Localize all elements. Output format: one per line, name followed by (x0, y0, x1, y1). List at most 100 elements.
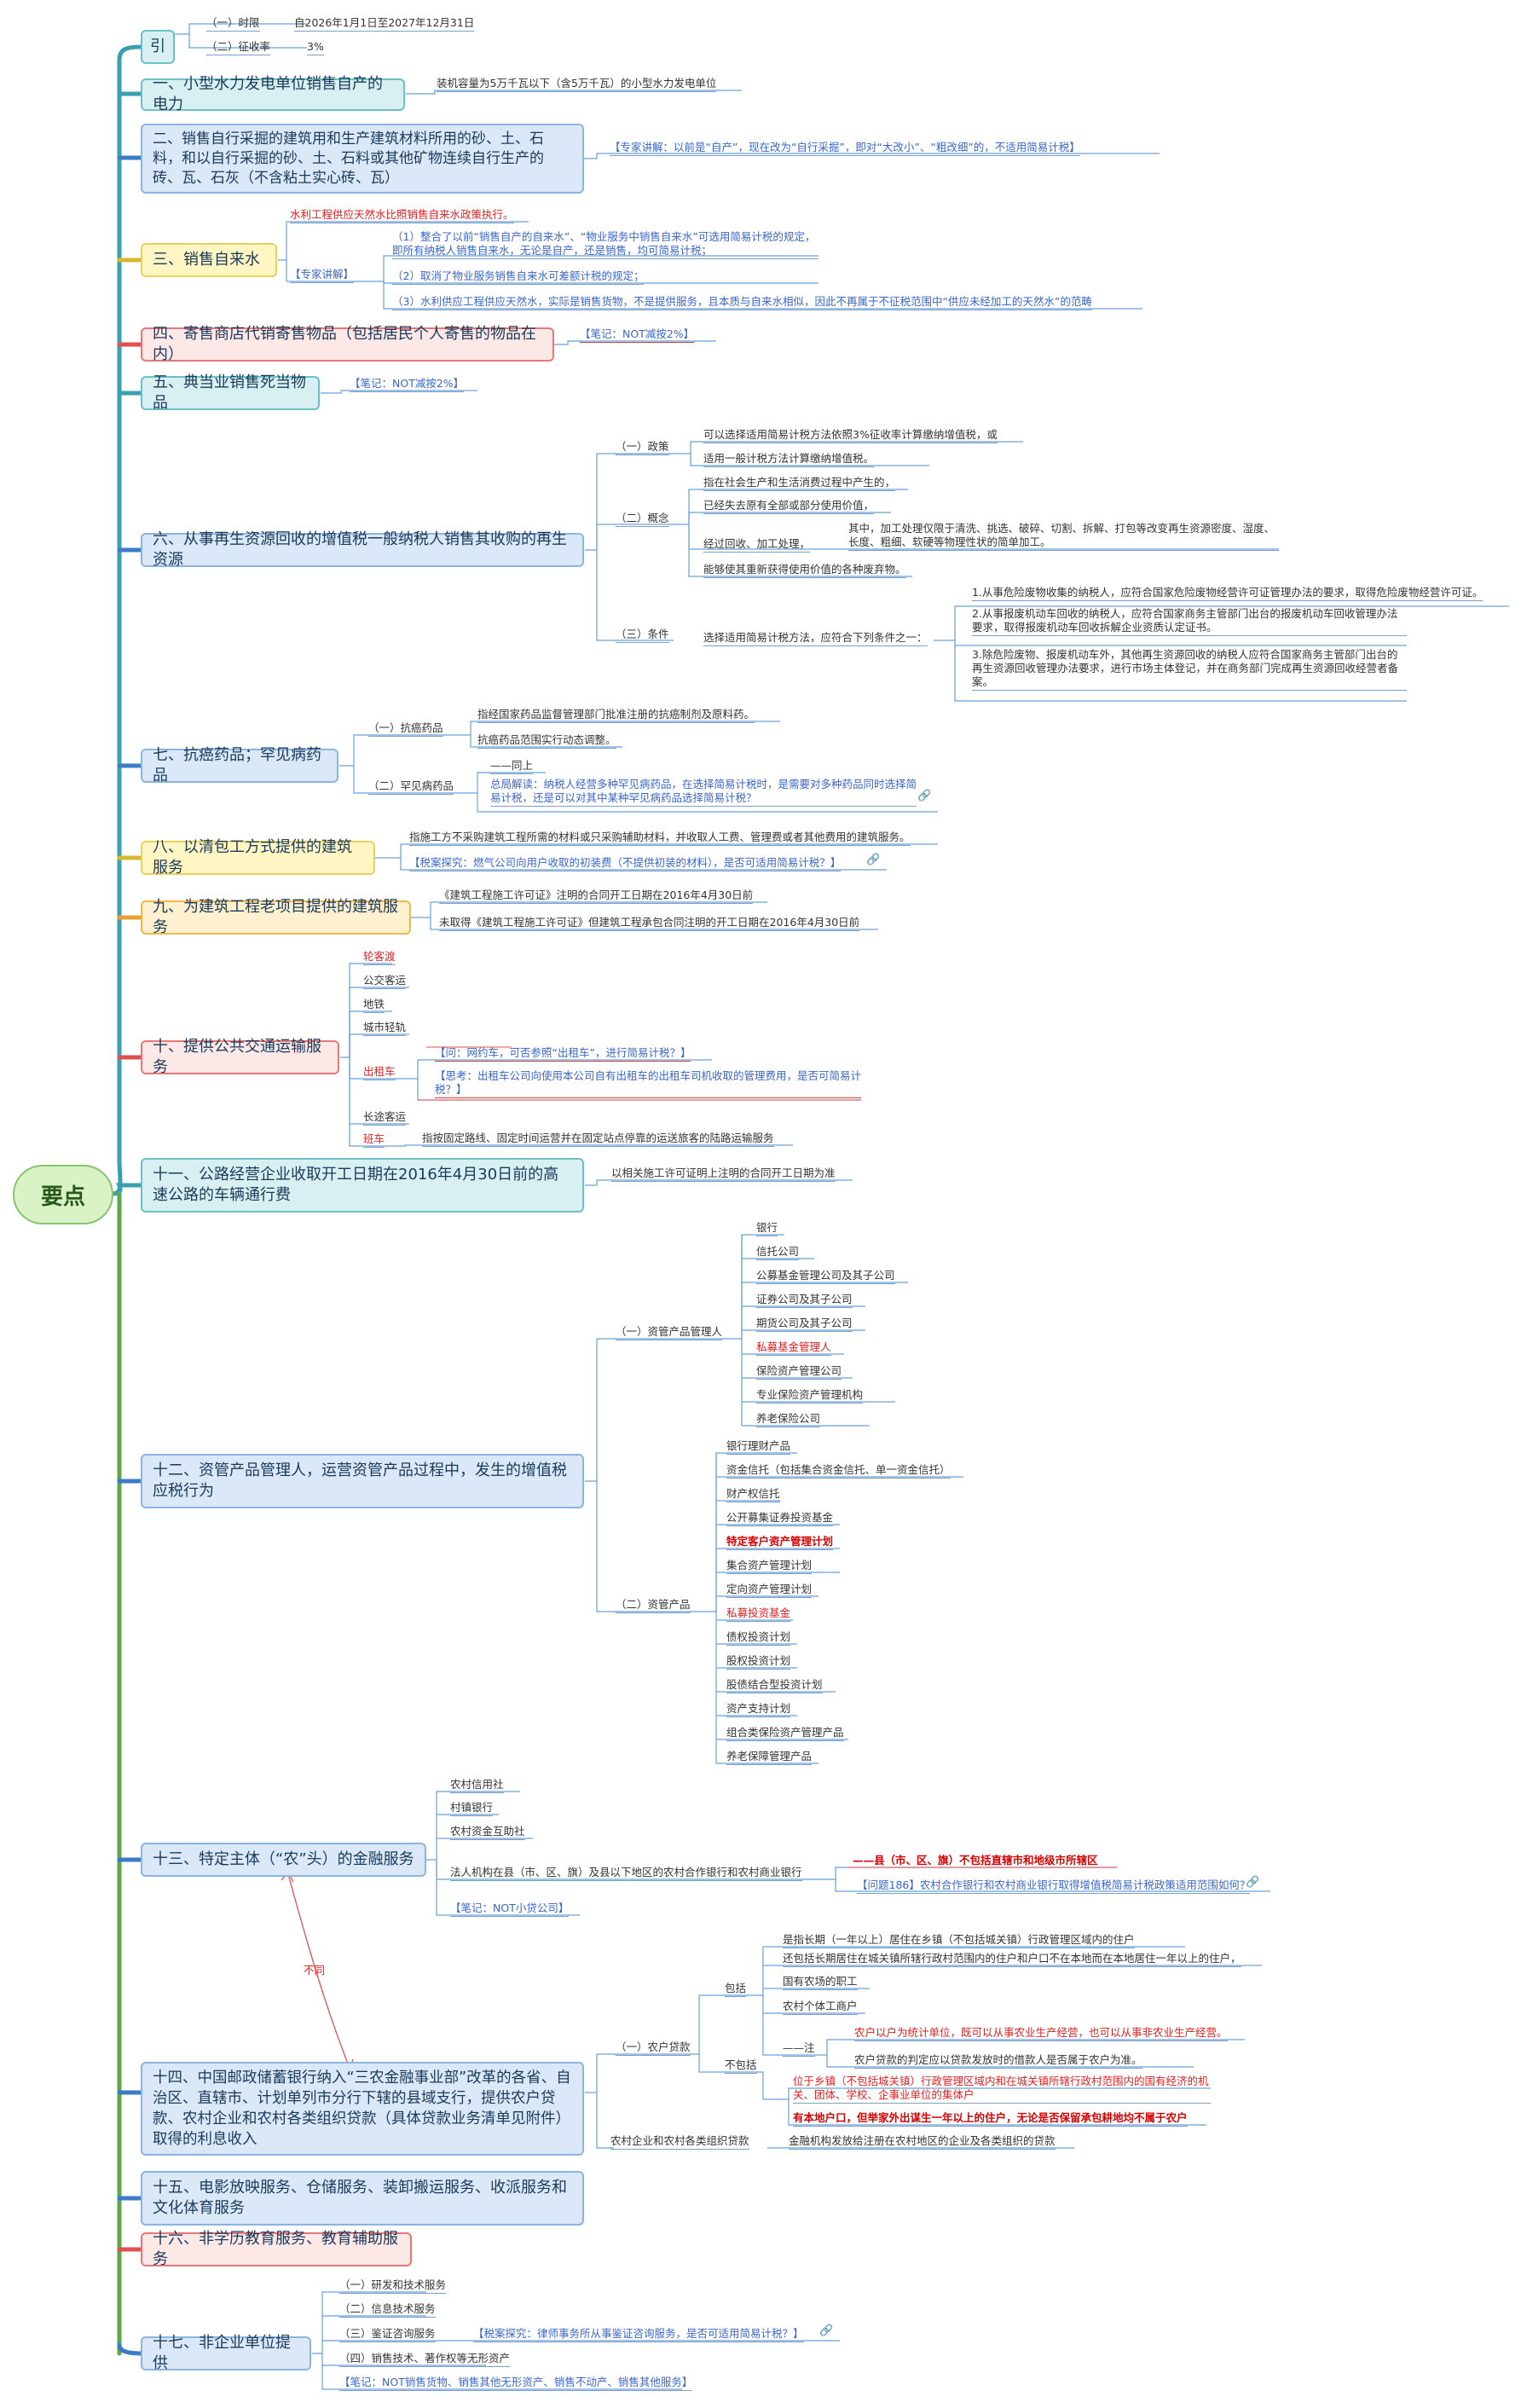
link-icon[interactable]: 🔗 (917, 790, 932, 802)
topic-intro-title: 引 (150, 38, 165, 55)
topic-16[interactable]: 十六、非学历教育服务、教育辅助服务 (141, 2230, 412, 2268)
asset-manager-item: 证券公司及其子公司 (756, 1293, 853, 1308)
farmer-loan-include-label: 包括 (725, 1982, 747, 1997)
topic-3-expert-label: 【专家讲解】 (290, 268, 355, 283)
topic-2[interactable]: 二、销售自行采掘的建筑用和生产建筑材料所用的砂、土、石料，和以自行采掘的砂、土、… (141, 124, 584, 194)
intro-period-value: 自2026年1月1日至2027年12月31日 (294, 16, 475, 32)
topic-5-title: 五、典当业销售死当物品 (153, 373, 306, 412)
intro-period-label: （一）时限 (206, 16, 260, 32)
topic-7-a-2: 抗癌药品范围实行动态调整。 (477, 733, 616, 749)
topic-3[interactable]: 三、销售自来水 (141, 243, 277, 277)
topic-3-title: 三、销售自来水 (153, 251, 260, 269)
transit-item-metro: 地铁 (363, 998, 385, 1013)
rural-item-credit-union: 农村信用社 (450, 1778, 504, 1793)
asset-product-item: 组合类保险资产管理产品 (726, 1726, 844, 1741)
asset-manager-item: 私募基金管理人 (756, 1340, 831, 1356)
topic-10-title: 十、提供公共交通运输服务 (153, 1038, 321, 1076)
asset-product-item: 养老保障管理产品 (726, 1750, 813, 1765)
topic-15[interactable]: 十五、电影放映服务、仓储服务、装卸搬运服务、收派服务和文化体育服务 (141, 2171, 584, 2226)
transit-item-bus: 公交客运 (363, 974, 407, 989)
topic-intro[interactable]: 引 (141, 30, 175, 64)
topic-7-a-1: 指经国家药品监督管理部门批准注册的抗癌制剂及原料药。 (477, 708, 755, 723)
taxi-question-1: 【问：网约车，可否参照“出租车”，进行简易计税？】 (435, 1046, 691, 1062)
topic-6-title: 六、从事再生资源回收的增值税一般纳税人销售其收购的再生资源 (153, 530, 567, 569)
farmer-include-4: 农村个体工商户 (783, 2000, 858, 2015)
transit-item-taxi: 出租车 (363, 1065, 396, 1080)
rural-item-mutual-fund: 农村资金互助社 (450, 1825, 525, 1840)
asset-manager-item: 专业保险资产管理机构 (756, 1388, 864, 1404)
topic-6-concept-3a: 经过回收、加工处理， (703, 537, 811, 553)
topic-9-note-1: 《建筑工程施工许可证》注明的合同开工日期在2016年4月30日前 (439, 889, 754, 904)
asset-product-item: 集合资产管理计划 (726, 1559, 813, 1574)
farmer-note-label: ——注 (783, 2041, 815, 2057)
topic-12[interactable]: 十二、资管产品管理人，运营资管产品过程中，发生的增值税应税行为 (141, 1454, 584, 1508)
topic-7[interactable]: 七、抗癌药品；罕见病药品 (141, 746, 338, 784)
topic-1-note: 装机容量为5万千瓦以下（含5万千瓦）的小型水力发电单位 (437, 77, 717, 92)
topic-13-note: 【笔记：NOT小贷公司】 (450, 1902, 570, 1917)
topic-15-title: 十五、电影放映服务、仓储服务、装卸搬运服务、收派服务和文化体育服务 (153, 2179, 567, 2217)
topic-6-policy-label: （一）政策 (616, 440, 669, 455)
topic-4[interactable]: 四、寄售商店代销寄售物品（包括居民个人寄售的物品在内） (141, 325, 554, 363)
topic-14[interactable]: 十四、中国邮政储蓄银行纳入“三农金融事业部”改革的各省、自治区、直辖市、计划单列… (141, 2062, 584, 2156)
topic-7-b-label: （二）罕见病药品 (368, 779, 454, 795)
asset-manager-item: 信托公司 (756, 1245, 800, 1260)
asset-manager-item: 公募基金管理公司及其子公司 (756, 1269, 895, 1284)
topic-8-title: 八、以清包工方式提供的建筑服务 (153, 838, 352, 877)
asset-manager-item: 养老保险公司 (756, 1412, 821, 1427)
farmer-include-1: 是指长期（一年以上）居住在乡镇（不包括城关镇）行政管理区域内的住户 (783, 1933, 1135, 1948)
asset-manager-item: 银行 (756, 1221, 778, 1236)
topic-6-concept-4: 能够使其重新获得使用价值的各种废弃物。 (703, 563, 906, 578)
question-186: 【问题186】农村合作银行和农村商业银行取得增值税简易计税政策适用范围如何？ (857, 1878, 1251, 1894)
topic-6[interactable]: 六、从事再生资源回收的增值税一般纳税人销售其收购的再生资源 (141, 530, 584, 569)
taxi-question-2: 【思考：出租车公司向使用本公司自有出租车的出租车司机收取的管理费用，是否可简易计… (435, 1069, 861, 1098)
topic-5[interactable]: 五、典当业销售死当物品 (141, 373, 320, 412)
farmer-loan-label: （一）农户贷款 (616, 2040, 691, 2056)
topic-3-point-1: （1）整合了以前“销售自产的自来水”、“物业服务中销售自来水”可选用简易计税的规… (392, 230, 818, 259)
topic-6-cond-1: 1.从事危险废物收集的纳税人，应符合国家危险废物经营许可证管理办法的要求，取得危… (972, 586, 1484, 601)
transit-item-coach: 长途客运 (363, 1110, 407, 1126)
topic-9-note-2: 未取得《建筑工程施工许可证》但建筑工程承包合同注明的开工日期在2016年4月30… (439, 916, 860, 931)
link-icon[interactable]: 🔗 (819, 2324, 834, 2337)
topic-1[interactable]: 一、小型水力发电单位销售自产的电力 (141, 75, 405, 113)
topic-11-note: 以相关施工许可证明上注明的合同开工日期为准 (611, 1166, 836, 1182)
topic-5-note: 【笔记：NOT减按2%】 (350, 377, 465, 392)
topic-14-title: 十四、中国邮政储蓄银行纳入“三农金融事业部”改革的各省、自治区、直辖市、计划单列… (153, 2069, 571, 2148)
topic-17[interactable]: 十七、非企业单位提供 (141, 2334, 311, 2372)
nonprofit-item-it: （二）信息技术服务 (339, 2302, 436, 2318)
asset-manager-item: 期货公司及其子公司 (756, 1317, 853, 1332)
link-icon[interactable]: 🔗 (1246, 1876, 1260, 1889)
topic-7-b-1: ——同上 (490, 759, 534, 774)
topic-4-note: 【笔记：NOT减按2%】 (580, 327, 695, 343)
root-node[interactable]: 要点 (13, 1165, 113, 1224)
topic-6-cond-lead: 选择适用简易计税方法，应符合下列条件之一： (703, 631, 928, 646)
asset-product-label: （二）资管产品 (616, 1598, 691, 1613)
topic-9[interactable]: 九、为建筑工程老项目提供的建筑服务 (141, 898, 411, 936)
rural-org-loan-note: 金融机构发放给注册在农村地区的企业及各类组织的贷款 (789, 2134, 1056, 2150)
link-icon[interactable]: 🔗 (866, 854, 881, 866)
farmer-exclude-1: 位于乡镇（不包括城关镇）行政管理区域内和在城关镇所辖行政村范围内的国有经济的机关… (793, 2075, 1211, 2104)
topic-6-cond-3: 3.除危险废物、报废机动车外，其他再生资源回收的纳税人应符合国家商务主管部门出台… (972, 648, 1407, 691)
difference-label: 不同 (304, 1964, 326, 1977)
farmer-include-2: 还包括长期居住在城关镇所辖行政村范围内的住户和户口不在本地而在本地居住一年以上的… (783, 1952, 1241, 1967)
asset-product-item: 资金信托（包括集合资金信托、单一资金信托） (726, 1463, 951, 1479)
topic-17-note: 【笔记：NOT销售货物、销售其他无形资产、销售不动产、销售其他服务】 (339, 2376, 693, 2391)
topic-8[interactable]: 八、以清包工方式提供的建筑服务 (141, 838, 375, 877)
topic-6-concept-label: （二）概念 (616, 512, 669, 527)
asset-product-item: 私募投资基金 (726, 1606, 791, 1622)
topic-10[interactable]: 十、提供公共交通运输服务 (141, 1038, 339, 1076)
farmer-loan-exclude-label: 不包括 (725, 2058, 757, 2074)
topic-13[interactable]: 十三、特定主体（“农”头）的金融服务 (141, 1843, 426, 1877)
topic-6-cond-label: （三）条件 (616, 628, 669, 643)
asset-product-item: 股权投资计划 (726, 1654, 791, 1670)
topic-11[interactable]: 十一、公路经营企业收取开工日期在2016年4月30日前的高速公路的车辆通行费 (141, 1158, 584, 1213)
topic-2-title: 二、销售自行采掘的建筑用和生产建筑材料所用的砂、土、石料，和以自行采掘的砂、土、… (153, 130, 544, 187)
topic-7-a-label: （一）抗癌药品 (368, 721, 443, 737)
topic-8-note: 指施工方不采购建筑工程所需的材料或只采购辅助材料，并收取人工费、管理费或者其他费… (409, 831, 911, 846)
topic-12-title: 十二、资管产品管理人，运营资管产品过程中，发生的增值税应税行为 (153, 1462, 567, 1500)
asset-product-item: 资产支持计划 (726, 1702, 791, 1717)
nonprofit-item-rnd: （一）研发和技术服务 (339, 2278, 447, 2294)
farmer-exclude-2: 有本地户口，但举家外出谋生一年以上的住户，无论是否保留承包耕地均不属于农户 (793, 2111, 1188, 2127)
topic-3-point-2: （2）取消了物业服务销售自来水可差额计税的规定； (392, 269, 645, 285)
rural-item-village-bank: 村镇银行 (450, 1801, 494, 1816)
